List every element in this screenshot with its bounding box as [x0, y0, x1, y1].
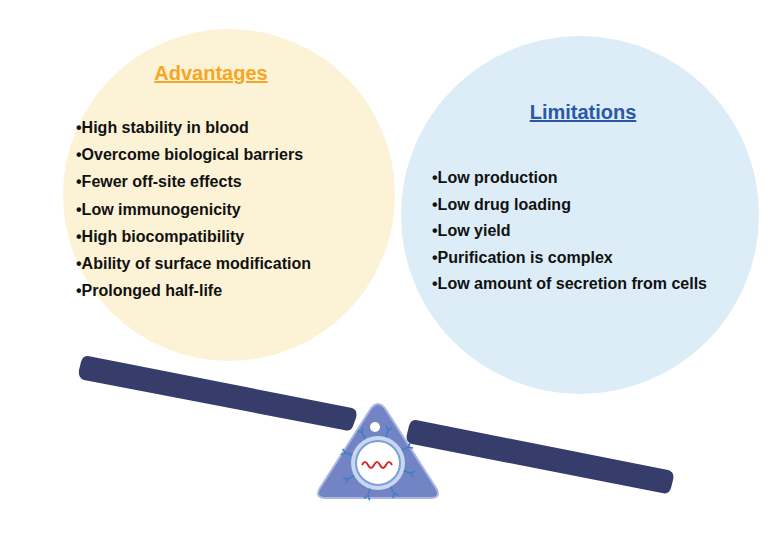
circle-panel: Advantages •High stability in blood •Overc…: [62, 28, 396, 362]
list-item: •Low immunogenicity: [76, 200, 241, 220]
list-item: •Low amount of secretion from cells: [432, 274, 730, 294]
panel-heading: Advantages: [154, 61, 267, 85]
list-item: •Low production: [432, 168, 730, 188]
list-item: •Purification is complex: [432, 248, 730, 268]
panel-heading: Limitations: [530, 100, 637, 124]
list-item: •Low drug loading: [432, 195, 730, 215]
list-item: •High biocompatibility: [76, 227, 244, 247]
list-item: •High stability in blood: [76, 118, 249, 138]
list-item: •Prolonged half-life: [76, 281, 222, 301]
fulcrum-triangle: [318, 404, 438, 498]
exosome-icon: [341, 426, 415, 500]
list-item: •Fewer off-site effects: [76, 172, 242, 192]
list-item: •Ability of surface modification: [76, 254, 311, 274]
list-item: •Low yield: [432, 221, 730, 241]
circle-shape: [400, 35, 760, 395]
list-item: •Overcome biological barriers: [76, 145, 303, 165]
circle-panel: Limitations •Low production •Low drug load…: [400, 35, 760, 395]
